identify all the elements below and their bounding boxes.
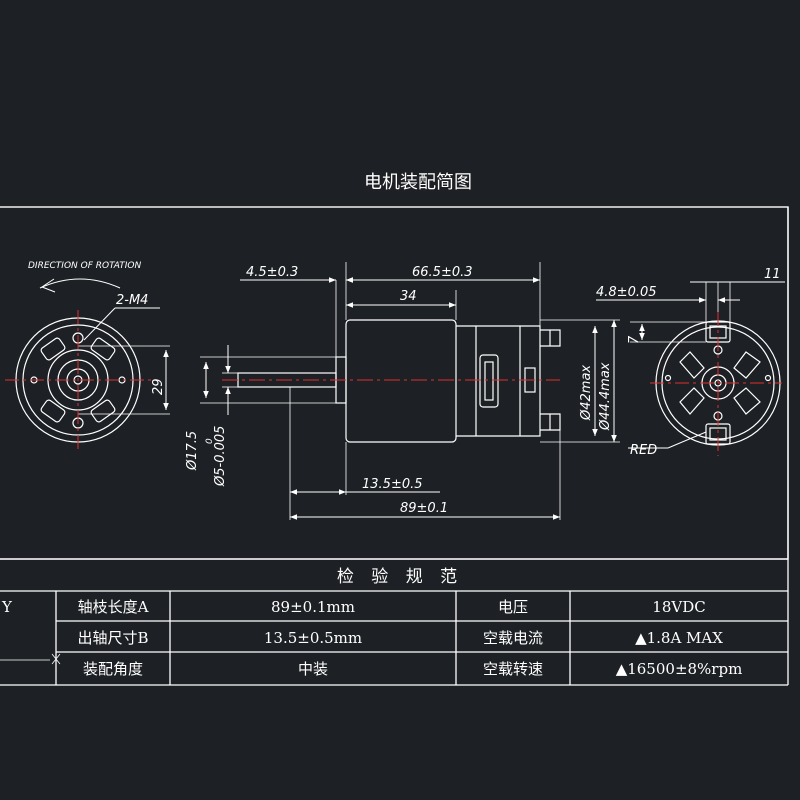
row3-val1: 中装: [298, 660, 328, 678]
row2-key1: 出轴尺寸B: [77, 629, 148, 647]
rotation-label: DIRECTION OF ROTATION: [28, 261, 142, 271]
drawing-title: 电机装配简图: [364, 172, 472, 193]
dim-89: 89±0.1: [400, 501, 448, 516]
right-end-view: 11 4.8±0.05 7 RED: [596, 267, 785, 458]
left-end-view: DIRECTION OF ROTATION 2-M4 29: [15, 261, 170, 443]
side-view: 4.5±0.3 66.5±0.3 34 Ø17.5 0 Ø5-0.005 Ø42…: [185, 262, 620, 520]
dim-13-5: 13.5±0.5: [362, 477, 423, 492]
dim-44: Ø44.4max: [598, 362, 613, 431]
dim-17-5: Ø17.5: [185, 431, 200, 471]
dim-29: 29: [151, 378, 166, 395]
table-header: 检 验 规 范: [337, 567, 463, 587]
dim-34: 34: [400, 289, 417, 304]
row1-key2: 电压: [498, 598, 528, 616]
table-left-partial: Y: [1, 598, 13, 616]
dim-4-8: 4.8±0.05: [596, 285, 657, 300]
row3-val2: ▲16500±8%rpm: [616, 660, 743, 678]
row1-val2: 18VDC: [652, 598, 705, 616]
red-label: RED: [630, 443, 657, 458]
dim-5: Ø5-0.005: [213, 426, 228, 487]
row2-val1: 13.5±0.5mm: [264, 629, 362, 647]
row1-val1: 89±0.1mm: [271, 598, 355, 616]
row2-key2: 空载电流: [483, 629, 543, 647]
inspection-table: [0, 207, 789, 686]
dim-42: Ø42max: [579, 365, 594, 421]
dim-66-5: 66.5±0.3: [412, 265, 473, 280]
dim-0: 0: [205, 438, 215, 444]
row1-key1: 轴枝长度A: [78, 598, 149, 616]
screw-label: 2-M4: [116, 293, 148, 308]
row2-val2: ▲1.8A MAX: [635, 629, 723, 647]
row3-key1: 装配角度: [83, 660, 143, 678]
row3-key2: 空载转速: [483, 660, 543, 678]
dim-7: 7: [627, 335, 642, 344]
dim-11: 11: [764, 267, 781, 282]
dim-4-5: 4.5±0.3: [246, 265, 298, 280]
